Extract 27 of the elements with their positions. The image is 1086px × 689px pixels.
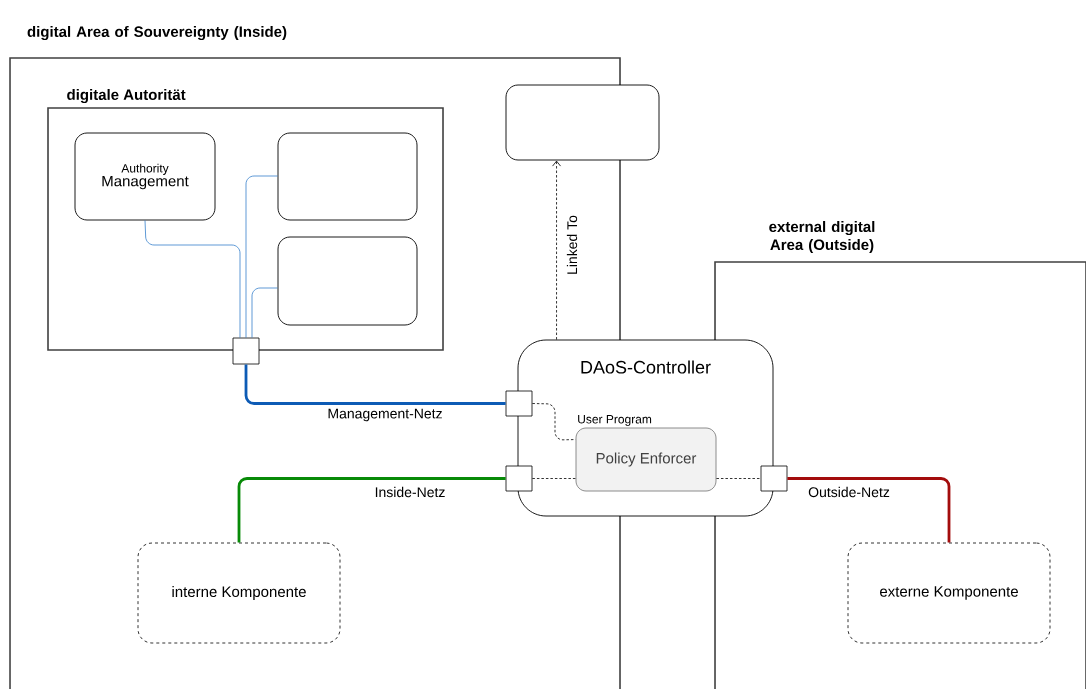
node-label: digitale Autorität xyxy=(67,88,186,104)
edge-label: Management-Netz xyxy=(326,407,444,423)
connector xyxy=(787,477,951,543)
component-box: interne Komponente xyxy=(137,542,341,644)
port-square xyxy=(505,465,533,492)
component-box: Authority Management xyxy=(74,132,216,221)
connector xyxy=(716,478,761,479)
connector xyxy=(532,478,576,479)
process-box: User Program Policy Enforcer xyxy=(575,415,717,492)
component-box: externe Komponente xyxy=(847,542,1051,644)
component-box xyxy=(505,84,660,161)
edge-label: Outside-Netz xyxy=(807,485,891,499)
port-square xyxy=(232,337,260,365)
edge-label: Inside-Netz xyxy=(373,485,447,499)
connector xyxy=(251,287,278,338)
connector xyxy=(244,364,506,405)
connector xyxy=(144,220,241,338)
connector xyxy=(237,477,506,543)
component-box xyxy=(277,236,418,326)
port-square xyxy=(505,390,533,417)
edge-label: Linked To xyxy=(565,214,579,276)
port-square xyxy=(760,465,788,492)
connector xyxy=(552,160,561,340)
connector xyxy=(245,175,278,338)
beside-label: User Program xyxy=(578,415,652,426)
component-box xyxy=(277,132,418,221)
connector xyxy=(532,403,576,441)
